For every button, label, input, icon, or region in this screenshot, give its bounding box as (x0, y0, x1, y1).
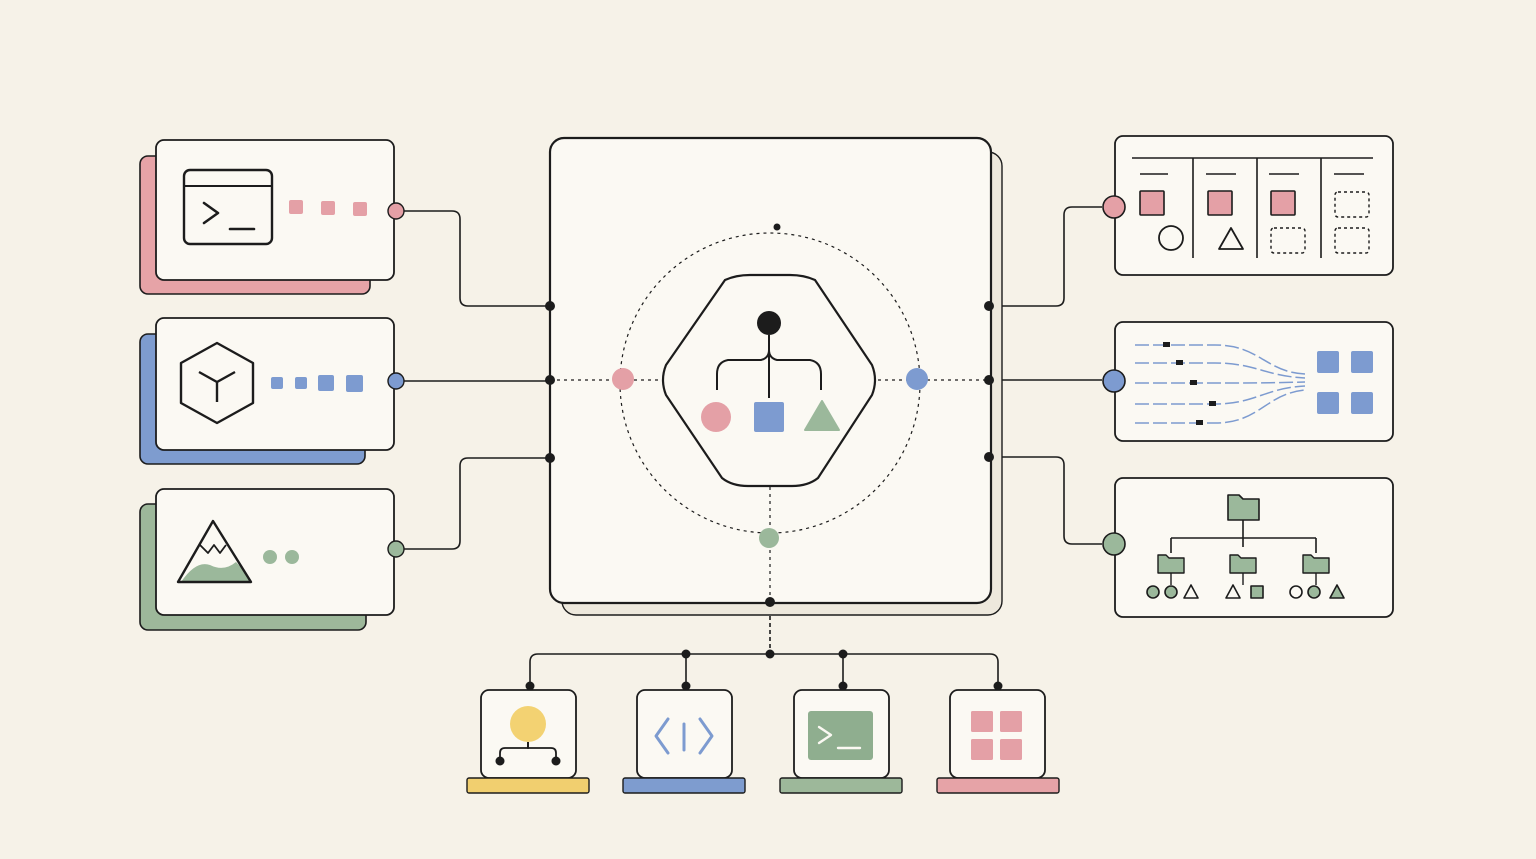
tool-workflow[interactable] (466, 689, 590, 794)
output-port[interactable] (387, 202, 405, 220)
orbit-node-green (759, 528, 779, 548)
input-3d-model[interactable] (139, 317, 405, 465)
output-file-tree[interactable] (1102, 477, 1394, 618)
input-image[interactable] (139, 488, 405, 631)
data-flow-icon (1135, 342, 1373, 425)
cube-icon (179, 341, 255, 425)
terminal-icon (182, 168, 274, 246)
connector-hub-to-filetree (989, 456, 1102, 545)
orbit-node-blue (906, 368, 928, 390)
output-port[interactable] (387, 540, 405, 558)
connector-tools-bus (529, 653, 999, 686)
data-packets (271, 375, 363, 392)
tool-apps[interactable] (936, 689, 1060, 794)
tool-code[interactable] (622, 689, 746, 794)
hexagon-branching-shapes-icon (661, 273, 877, 488)
connector-lines (404, 206, 1102, 686)
app-grid-icon (971, 711, 1022, 760)
input-port[interactable] (1102, 369, 1126, 393)
folder-tree-icon (1146, 494, 1345, 599)
connector-hub-to-kanban (989, 206, 1102, 307)
input-terminal[interactable] (139, 139, 405, 295)
orbit-top-node (773, 223, 781, 231)
central-hub[interactable] (545, 136, 1003, 616)
kanban-board-icon (1132, 157, 1373, 258)
mountain-image-icon (176, 519, 253, 584)
output-port[interactable] (387, 372, 405, 390)
connector-terminal-to-hub (404, 210, 550, 307)
connector-image-to-hub (404, 457, 550, 550)
orbit-node-red (612, 368, 634, 390)
input-port[interactable] (1102, 195, 1126, 219)
code-brackets-icon (654, 717, 714, 755)
junction-dots (525, 649, 1003, 691)
hub-ports (545, 301, 994, 607)
output-data-routing[interactable] (1102, 321, 1394, 442)
terminal-icon (808, 711, 873, 760)
tool-terminal[interactable] (779, 689, 903, 794)
data-packets (263, 550, 299, 564)
input-port[interactable] (1102, 532, 1126, 556)
branching-node-icon (495, 706, 561, 766)
data-packets (289, 200, 367, 216)
output-kanban-board[interactable] (1102, 135, 1394, 276)
